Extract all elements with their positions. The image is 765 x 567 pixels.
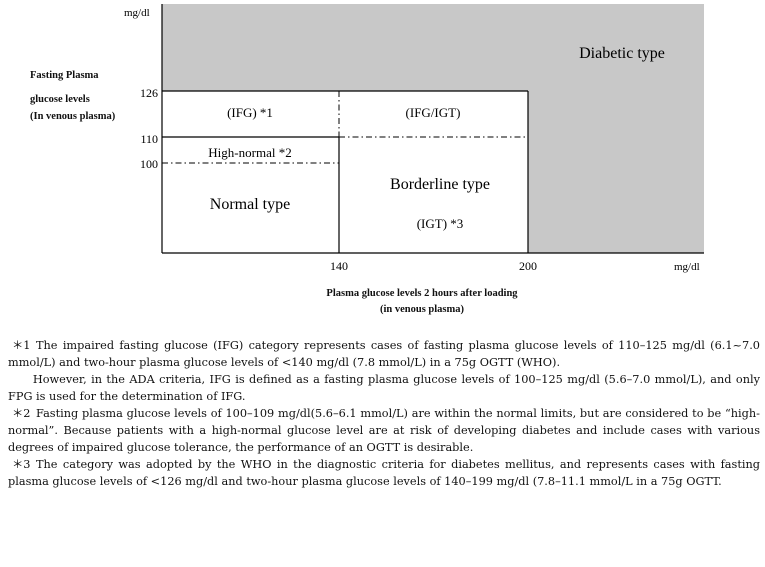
- label-ifg: (IFG) *1: [227, 105, 273, 120]
- y-unit: mg/dl: [124, 7, 150, 19]
- label-borderline: Borderline type: [390, 176, 490, 193]
- label-igt: (IGT) *3: [417, 216, 464, 231]
- x-title-line-1: Plasma glucose levels 2 hours after load…: [326, 288, 518, 299]
- footnote-1-text: The impaired fasting glucose (IFG) categ…: [8, 339, 760, 369]
- label-high-normal: High-normal *2: [208, 145, 291, 160]
- x-tick-200: 200: [519, 259, 537, 273]
- y-tick-126: 126: [140, 86, 158, 100]
- y-title-line-3: (In venous plasma): [30, 111, 116, 122]
- label-ifg-igt: (IFG/IGT): [406, 105, 461, 120]
- label-normal: Normal type: [210, 196, 290, 213]
- glucose-classification-diagram: mg/dl mg/dl 126 110 100 140 200 Diabetic…: [124, 4, 704, 273]
- footnote-3-text: The category was adopted by the WHO in t…: [8, 458, 760, 488]
- footnote-1-extra: However, in the ADA criteria, IFG is def…: [8, 373, 760, 403]
- x-title-line-2: (in venous plasma): [379, 304, 464, 315]
- y-title-line-2: glucose levels: [30, 94, 90, 105]
- diabetic-region: [162, 4, 704, 253]
- footnote-2-mark: ＊2: [12, 407, 31, 420]
- y-title-line-1: Fasting Plasma: [30, 70, 99, 81]
- x-unit: mg/dl: [674, 261, 700, 273]
- footnote-2-text: Fasting plasma glucose levels of 100–109…: [8, 407, 760, 454]
- y-tick-100: 100: [140, 157, 158, 171]
- x-tick-140: 140: [330, 259, 348, 273]
- label-diabetic: Diabetic type: [579, 45, 665, 62]
- footnote-1-mark: ＊1: [12, 339, 31, 352]
- y-tick-110: 110: [140, 132, 158, 146]
- footnote-3-mark: ＊3: [12, 458, 31, 471]
